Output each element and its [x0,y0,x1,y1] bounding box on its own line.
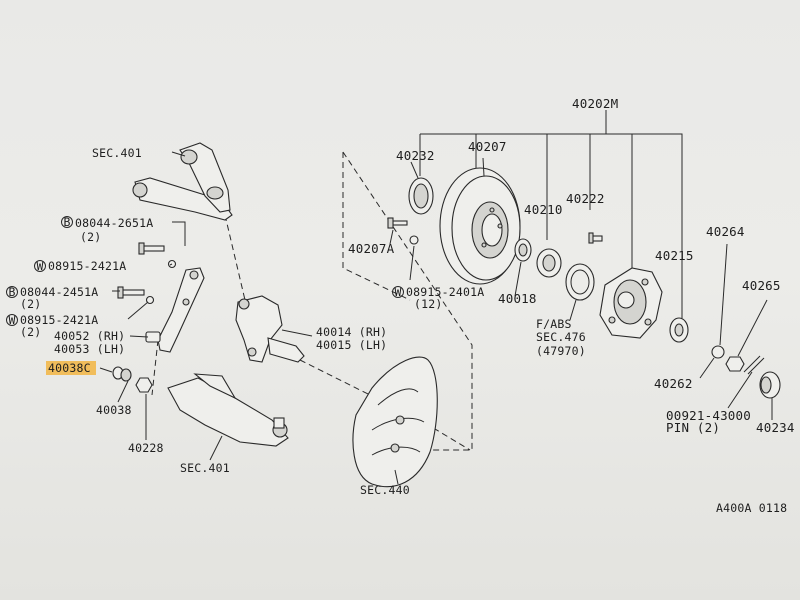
label-qty-12: (12) [414,297,443,311]
nut-40228 [135,377,153,393]
svg-text:W: W [395,285,402,299]
label-40222: 40222 [566,191,605,206]
svg-text:B: B [9,285,16,299]
label-sec440: SEC.440 [360,483,410,497]
label-qty-2-b: (2) [20,297,41,311]
grease-cap-40234 [759,371,781,399]
washer-08915-2421a-lower [145,295,155,305]
label-47970: (47970) [536,344,586,358]
label-40038c: 40038C [48,361,91,375]
washer-40264 [711,345,725,359]
label-40264: 40264 [706,224,745,239]
svg-text:W: W [9,313,16,327]
label-00921-43000: 00921-43000 [666,408,751,423]
bolt-08044-2651a [138,242,165,255]
hub-stud-40222 [588,232,603,244]
grease-seal-40232 [408,177,434,215]
brake-rotor-40207 [439,167,521,285]
label-08044-2451a: 08044-2451A [20,285,98,299]
label-40215: 40215 [655,248,694,263]
label-40210: 40210 [524,202,563,217]
label-08915-2401a: 08915-2401A [406,285,484,299]
label-40234: 40234 [756,420,795,435]
bolt-08044-2451a [117,286,145,299]
label-08915-2421a-2: 08915-2421A [20,313,98,327]
bushing-40038c [112,366,132,382]
label-sec401-top: SEC.401 [92,146,142,160]
label-40015: 40015 (LH) [316,338,387,352]
label-qty-2-a: (2) [80,230,101,244]
abs-sensor-ring [565,263,595,301]
lower-control-arm [167,373,289,447]
label-40018: 40018 [498,291,537,306]
label-40232: 40232 [396,148,435,163]
callout-mark-w-2: W [6,313,18,327]
label-qty-2-c: (2) [20,325,41,339]
callout-mark-w-1: W [34,259,46,273]
assembly-dashed-outline [342,151,473,451]
label-fabs: F/ABS [536,317,572,331]
dashed-leader-arm [151,339,159,396]
label-40014: 40014 (RH) [316,325,387,339]
tension-rod-bracket [145,267,205,353]
label-40052: 40052 (RH) [54,329,125,343]
label-08915-2421a-1: 08915-2421A [48,259,126,273]
steering-knuckle [235,295,305,363]
nut-40265 [725,356,745,372]
label-40207a: 40207A [348,241,395,256]
label-sec476: SEC.476 [536,330,586,344]
inner-bearing-40018 [514,238,532,262]
leader-lines [99,110,773,485]
washer-08915-2401a [409,235,419,245]
label-40207: 40207 [468,139,507,154]
callout-mark-w-3: W [392,285,404,299]
hub-bolt-40207a [387,217,408,229]
dust-shield [352,356,438,488]
bearing-race-40210 [536,248,562,278]
label-40228: 40228 [128,441,164,455]
outer-bearing-40215 [669,317,689,343]
svg-text:W: W [37,259,44,273]
label-sec401-bottom: SEC.401 [180,461,230,475]
dashed-leader-knuckle [224,214,246,301]
diagram-code: A400A 0118 [716,501,787,515]
label-40262: 40262 [654,376,693,391]
label-40053: 40053 (LH) [54,342,125,356]
wheel-hub-40202m [599,267,663,339]
label-highlight-40038c [46,361,96,375]
label-08044-2651a: 08044-2651A [75,216,153,230]
label-40038: 40038 [96,403,132,417]
svg-text:B: B [64,215,71,229]
label-40202m: 40202M [572,96,618,111]
label-40265: 40265 [742,278,781,293]
callout-mark-b-2: B [6,285,18,299]
label-pin-2: PIN (2) [666,420,720,435]
cotter-pin [743,355,765,375]
upper-control-arm [132,142,233,221]
callout-mark-b-1: B [61,215,73,229]
